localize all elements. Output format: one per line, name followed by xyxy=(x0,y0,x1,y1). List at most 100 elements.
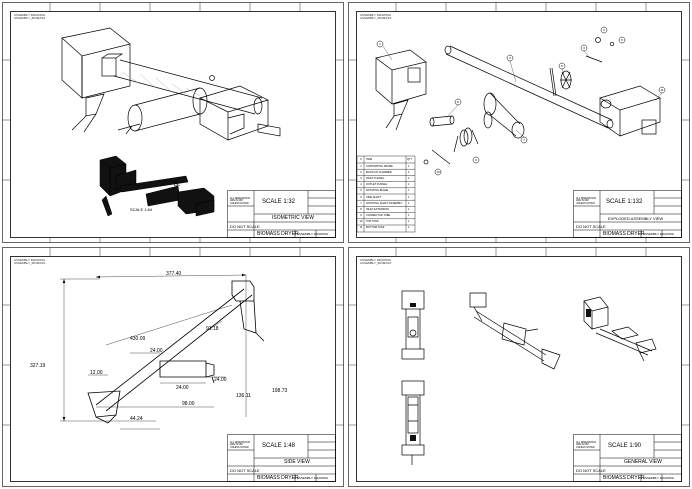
drawing-number: ASSEMBLY DRAWING xyxy=(297,476,329,480)
bom-row-number: 8 xyxy=(360,207,362,211)
bom-row-number: 7 xyxy=(360,201,362,205)
view-label: EXPLODED ASSEMBLY VIEW xyxy=(608,216,664,221)
dimension-diagonal: 430.09 xyxy=(130,336,146,342)
balloon-number: 9 xyxy=(475,158,477,162)
bom-header-qty: QTY xyxy=(407,158,413,161)
title-block xyxy=(573,434,682,482)
bom-row-number: 9 xyxy=(360,214,362,218)
main-scale: SCALE 1:90 xyxy=(608,443,642,449)
bom-row-qty: 1 xyxy=(408,183,410,187)
sheet-frame xyxy=(348,247,690,487)
bom-row-number: 10 xyxy=(359,220,363,224)
tolerance-note: ALL DIMENSIONS ARE IN MM UNLESS NOTED xyxy=(576,441,596,449)
do-not-scale: DO NOT SCALE xyxy=(576,224,606,229)
drawing-title: BIOMASS DRYER xyxy=(257,231,299,237)
small-view-scale: SCALE 1:64 xyxy=(130,207,153,212)
sheet-header: ASSEMBLY DRAWING ASSEMBLY_BIOMASS xyxy=(360,13,392,21)
drawing-title: BIOMASS DRYER xyxy=(603,231,645,237)
bom-row: 6 SIDE SHAFT 1 xyxy=(358,195,415,201)
bom-item-column: ITEM xyxy=(366,157,372,163)
bom-row-item: SUPPORTING FRAME xyxy=(366,164,393,168)
sheet-frame xyxy=(2,2,344,243)
bom-row-qty: 1 xyxy=(408,195,410,199)
dimension-hopper-height: 12.00 xyxy=(90,370,103,376)
sheet-side-view: 377.40 430.09 24.00 91.18 327.19 12.00 2… xyxy=(0,245,346,489)
balloon-number: 5 xyxy=(621,38,623,42)
balloon-number: 10 xyxy=(436,170,440,174)
header-line-1: ASSEMBLY DRAWING xyxy=(14,13,46,17)
bom-row-item: SIDE SHAFT xyxy=(366,195,382,199)
bom-row-item: CONNECTOR TUBE xyxy=(366,214,391,218)
dimension-chamber-end: 24.00 xyxy=(214,377,227,383)
drawing-title: BIOMASS DRYER xyxy=(257,475,299,481)
balloon-number: 6 xyxy=(561,64,563,68)
title-block xyxy=(227,190,336,238)
tolerance-note: ALL DIMENSIONS ARE IN MM UNLESS NOTED xyxy=(230,441,250,449)
bom-qty-column: QTY xyxy=(407,157,412,163)
bom-row-number: 5 xyxy=(360,189,362,193)
bom-no-column: # xyxy=(358,157,364,163)
title-block xyxy=(573,190,682,238)
dimension-hopper-width: 44.24 xyxy=(130,416,143,422)
bom-row-number: 11 xyxy=(359,226,363,230)
main-scale: SCALE 1:132 xyxy=(606,199,643,205)
view-label: ISOMETRIC VIEW xyxy=(272,215,314,221)
main-scale: SCALE 1:32 xyxy=(262,199,296,205)
side-view-drawing xyxy=(60,273,265,430)
bom-table xyxy=(356,155,416,233)
drawing-number: ASSEMBLY DRAWING xyxy=(297,232,329,236)
dimension-chamber-offset: 24.00 xyxy=(150,348,163,354)
bom-row-item: INLET EXTENSION xyxy=(366,207,390,211)
tolerance-note: ALL DIMENSIONS ARE IN MM UNLESS NOTED xyxy=(576,197,596,205)
do-not-scale: DO NOT SCALE xyxy=(230,224,260,229)
header-line-1: ASSEMBLY DRAWING xyxy=(14,258,46,262)
dimension-right-height: 198.73 xyxy=(272,388,288,394)
bom-row-qty: 1 xyxy=(408,170,410,174)
bom-row-item: INLET FUNNEL xyxy=(366,176,385,180)
do-not-scale: DO NOT SCALE xyxy=(230,468,260,473)
bom-row-qty: 1 xyxy=(408,201,410,205)
do-not-scale: DO NOT SCALE xyxy=(576,468,606,473)
drawing-title: BIOMASS DRYER xyxy=(603,475,645,481)
sheet-general-view: ASSEMBLY DRAWING ASSEMBLY_BIOMASS ALL DI… xyxy=(346,245,692,489)
tolerance-note: ALL DIMENSIONS ARE IN MM UNLESS NOTED xyxy=(230,197,250,205)
sheet-header: ASSEMBLY DRAWING ASSEMBLY_BIOMASS xyxy=(14,258,46,265)
bom-row-item: BOTTOM TANK xyxy=(366,226,385,230)
dimension-overall-length: 377.40 xyxy=(166,271,182,277)
bom-row-item: OUTLET FUNNEL xyxy=(366,183,388,187)
header-line-2: ASSEMBLY_BIOMASS xyxy=(360,16,392,21)
bom-row: 1 SUPPORTING FRAME 1 xyxy=(358,164,415,170)
header-line-2: ASSEMBLY_BIOMASS xyxy=(14,16,46,21)
title-block xyxy=(227,434,336,482)
bom-row-number: 4 xyxy=(360,183,362,187)
header-line-2: ASSEMBLY_BIOMASS xyxy=(360,261,392,266)
bom-header-item: ITEM xyxy=(366,158,373,161)
sheet-frame xyxy=(348,2,690,243)
header-line-1: ASSEMBLY DRAWING xyxy=(360,13,392,17)
view-label: GENERAL VIEW xyxy=(624,459,662,465)
dimension-mid-height: 136.11 xyxy=(236,393,251,399)
dimension-box-angle: 91.18 xyxy=(206,326,219,332)
balloons xyxy=(376,26,666,176)
bom-row-qty: 1 xyxy=(408,226,410,230)
bom-row-item: ROTATING BLADE xyxy=(366,189,389,193)
bom-row-qty: 1 xyxy=(408,164,410,168)
main-scale: SCALE 1:48 xyxy=(262,443,296,449)
general-view-drawings xyxy=(401,290,657,465)
bom-row-item: ROTATING SHAFT ASSEMBLY xyxy=(366,201,403,205)
balloon-number: 8 xyxy=(457,100,459,104)
bom-row-number: 2 xyxy=(360,170,362,174)
dimension-base-length: 98.00 xyxy=(182,401,195,407)
bom-row-number: 1 xyxy=(360,164,362,168)
balloon-number: 4 xyxy=(603,28,605,32)
bom-row-number: 6 xyxy=(360,195,362,199)
drawing-number: ASSEMBLY DRAWING xyxy=(643,232,675,236)
